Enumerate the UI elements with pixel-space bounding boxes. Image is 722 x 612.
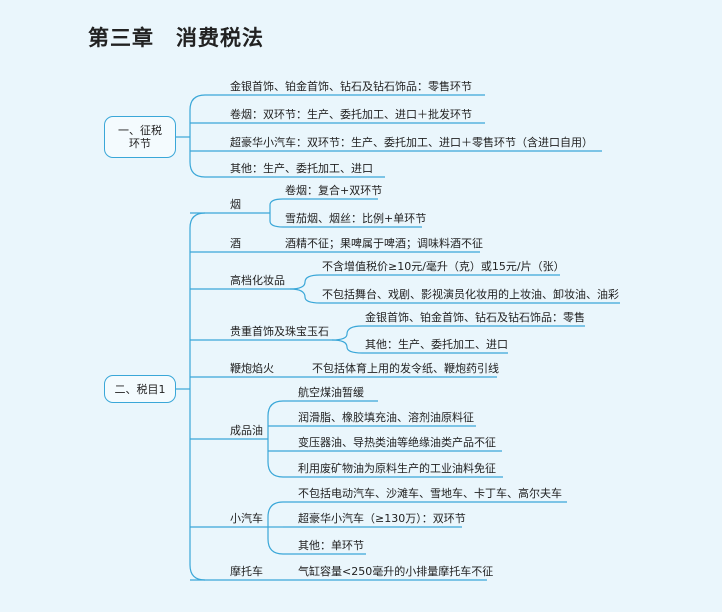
node-section1-label: 一、征税环节 [118, 124, 162, 150]
section1-item-4: 其他：生产、委托加工、进口 [230, 162, 373, 175]
cosmetics-label: 高档化妆品 [230, 274, 285, 287]
node-section2: 二、税目1 [104, 375, 176, 403]
node-section1: 一、征税环节 [104, 116, 176, 158]
alcohol-item-1: 酒精不征；果啤属于啤酒；调味料酒不征 [285, 237, 483, 250]
cosmetics-item-2: 不包括舞台、戏剧、影视演员化妆用的上妆油、卸妆油、油彩 [322, 288, 619, 301]
section1-item-3: 超豪华小汽车：双环节：生产、委托加工、进口＋零售环节（含进口自用） [230, 136, 593, 149]
tobacco-item-2: 雪茄烟、烟丝：比例+单环节 [285, 212, 427, 225]
fireworks-item-1: 不包括体育上用的发令纸、鞭炮药引线 [312, 362, 499, 375]
tobacco-item-1: 卷烟：复合+双环节 [285, 184, 383, 197]
motorcycle-label: 摩托车 [230, 565, 263, 578]
car-label: 小汽车 [230, 512, 263, 525]
car-item-1: 不包括电动汽车、沙滩车、雪地车、卡丁车、高尔夫车 [298, 487, 562, 500]
jewelry-item-1: 金银首饰、铂金首饰、钻石及钻石饰品：零售 [365, 311, 585, 324]
oil-item-3: 变压器油、导热类油等绝缘油类产品不征 [298, 436, 496, 449]
motorcycle-item-1: 气缸容量<250毫升的小排量摩托车不征 [298, 565, 494, 578]
jewelry-item-2: 其他：生产、委托加工、进口 [365, 338, 508, 351]
cosmetics-item-1: 不含增值税价≥10元/毫升（克）或15元/片（张） [322, 260, 565, 273]
oil-item-1: 航空煤油暂缓 [298, 386, 364, 399]
tobacco-label: 烟 [230, 198, 241, 211]
oil-item-2: 润滑脂、橡胶填充油、溶剂油原料征 [298, 411, 474, 424]
oil-item-4: 利用废矿物油为原料生产的工业油料免征 [298, 462, 496, 475]
oil-label: 成品油 [230, 424, 263, 437]
section1-item-2: 卷烟：双环节：生产、委托加工、进口＋批发环节 [230, 108, 472, 121]
section1-item-1: 金银首饰、铂金首饰、钻石及钻石饰品：零售环节 [230, 80, 472, 93]
page-title: 第三章 消费税法 [88, 26, 264, 50]
node-section2-label: 二、税目1 [114, 382, 166, 396]
alcohol-label: 酒 [230, 237, 241, 250]
fireworks-label: 鞭炮焰火 [230, 362, 274, 375]
jewelry-label: 贵重首饰及珠宝玉石 [230, 325, 329, 338]
car-item-2: 超豪华小汽车（≥130万）：双环节 [298, 512, 466, 525]
car-item-3: 其他：单环节 [298, 539, 364, 552]
